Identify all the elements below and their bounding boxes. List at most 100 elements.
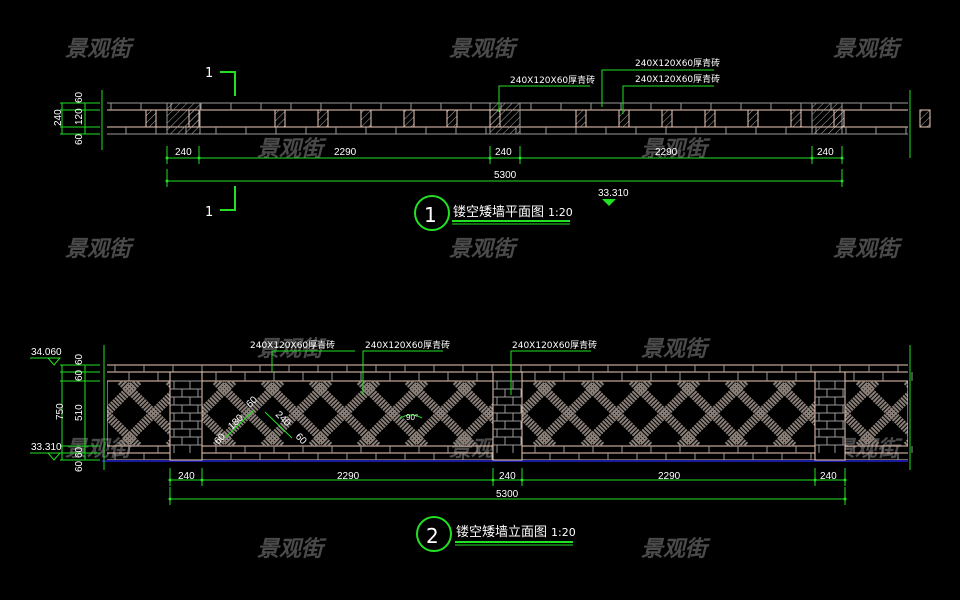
leader-line <box>271 350 355 372</box>
elev-dim: 240 <box>499 471 516 482</box>
plan-brick-post <box>188 109 200 128</box>
lattice-bar <box>392 381 457 446</box>
dimension-node <box>165 179 169 183</box>
watermark-text: 景观街 <box>65 437 135 462</box>
lattice-bar <box>955 381 960 446</box>
dimension-node <box>840 156 844 160</box>
elev-height-dim: 750 <box>55 403 66 420</box>
lattice-bar <box>392 381 457 446</box>
elev-dim: 240 <box>178 471 195 482</box>
elev-dim: 240 <box>820 471 837 482</box>
lattice-panel <box>0 381 170 446</box>
elev-scale: 1:20 <box>551 526 576 539</box>
plan-brick-post <box>790 109 802 128</box>
plan-brick-post <box>833 109 845 128</box>
lattice-bar <box>855 390 908 446</box>
plan-scale: 1:20 <box>548 206 573 219</box>
elev-side-dim: 510 <box>74 404 85 421</box>
title-circle <box>414 195 450 231</box>
plan-dim: 2290 <box>334 147 357 158</box>
section-cut-mark <box>220 71 236 96</box>
plan-brick-post <box>747 109 759 128</box>
watermark-text: 景观街 <box>833 37 903 62</box>
leader-line <box>498 85 590 112</box>
elev-material-label: 240X120X60厚青砖 <box>250 339 335 351</box>
watermark-text: 景观街 <box>833 237 903 262</box>
level-top: 34.060 <box>31 347 62 358</box>
lattice-bar <box>955 381 960 446</box>
elev-side-dim: 60 <box>74 353 85 365</box>
watermark-text: 景观街 <box>65 37 135 62</box>
lattice-bar <box>452 402 493 446</box>
plan-view <box>60 69 931 231</box>
plan-elevation-mark: 33.310 <box>598 188 629 199</box>
watermark-text: 景观街 <box>449 37 519 62</box>
watermark-text: 景观街 <box>641 537 711 562</box>
lattice-bar <box>920 381 960 446</box>
lattice-panel <box>715 381 960 446</box>
plan-pier <box>489 102 521 135</box>
dimension-node <box>168 478 172 482</box>
level-bottom: 33.310 <box>31 442 62 453</box>
watermark-text: 景观街 <box>65 237 135 262</box>
plan-side-dim: 120 <box>74 108 85 125</box>
plan-brick-post <box>317 109 329 128</box>
lattice-bar <box>772 400 815 446</box>
dimension-node <box>491 478 495 482</box>
lattice-bar <box>0 381 42 446</box>
lattice-bar <box>920 381 960 446</box>
lattice-bar <box>600 381 665 446</box>
watermark-text: 景观街 <box>449 237 519 262</box>
plan-brick-post <box>145 109 157 128</box>
dimension-node <box>488 156 492 160</box>
dimension-node <box>843 497 847 501</box>
plan-dim: 2290 <box>655 147 678 158</box>
watermark-text: 景观街 <box>257 537 327 562</box>
elev-dim: 2290 <box>658 471 681 482</box>
pier <box>169 371 203 461</box>
dimension-node <box>197 156 201 160</box>
plan-brick-post <box>489 109 501 128</box>
section-mark-top: 1 <box>205 66 213 81</box>
plan-brick-post <box>575 109 587 128</box>
lattice-bar <box>903 438 908 446</box>
lattice-bar <box>117 390 170 446</box>
detail-dim: 60 <box>293 431 309 447</box>
elev-total-dim: 5300 <box>496 489 519 500</box>
plan-brick-post <box>618 109 630 128</box>
dimension-node <box>165 156 169 160</box>
plan-brick-post <box>661 109 673 128</box>
plan-dim: 240 <box>495 147 512 158</box>
plan-brick-post <box>704 109 716 128</box>
elev-side-dim: 60 <box>74 446 85 458</box>
elev-title: 镂空矮墙立面图 <box>456 525 547 540</box>
title-circle <box>416 516 452 552</box>
plan-brick-post <box>360 109 372 128</box>
plan-pier <box>811 102 843 135</box>
dimension-node <box>840 179 844 183</box>
lattice-panel <box>202 381 665 446</box>
dimension-node <box>520 478 524 482</box>
lattice-bar <box>715 381 780 446</box>
dimension-node <box>813 478 817 482</box>
plan-material-label: 240X120X60厚青砖 <box>635 57 720 69</box>
plan-dim: 240 <box>817 147 834 158</box>
plan-title-number: 1 <box>424 203 437 227</box>
elev-material-label: 240X120X60厚青砖 <box>365 339 450 351</box>
level-marker-icon <box>46 452 62 461</box>
detail-dimline <box>225 409 255 438</box>
angle-arc <box>399 414 423 419</box>
plan-side-dim: 60 <box>74 91 85 103</box>
elev-material-label: 240X120X60厚青砖 <box>512 339 597 351</box>
plan-brick-post <box>446 109 458 128</box>
plan-title: 镂空矮墙平面图 <box>453 205 544 220</box>
lattice-bar <box>715 381 780 446</box>
lattice-bar <box>600 381 665 446</box>
section-mark-bottom: 1 <box>205 205 213 220</box>
detail-dimline <box>264 411 293 439</box>
leader-line <box>510 350 591 395</box>
level-marker-icon <box>46 357 62 366</box>
plan-brick-post <box>274 109 286 128</box>
angle-label: 90° <box>406 413 418 422</box>
